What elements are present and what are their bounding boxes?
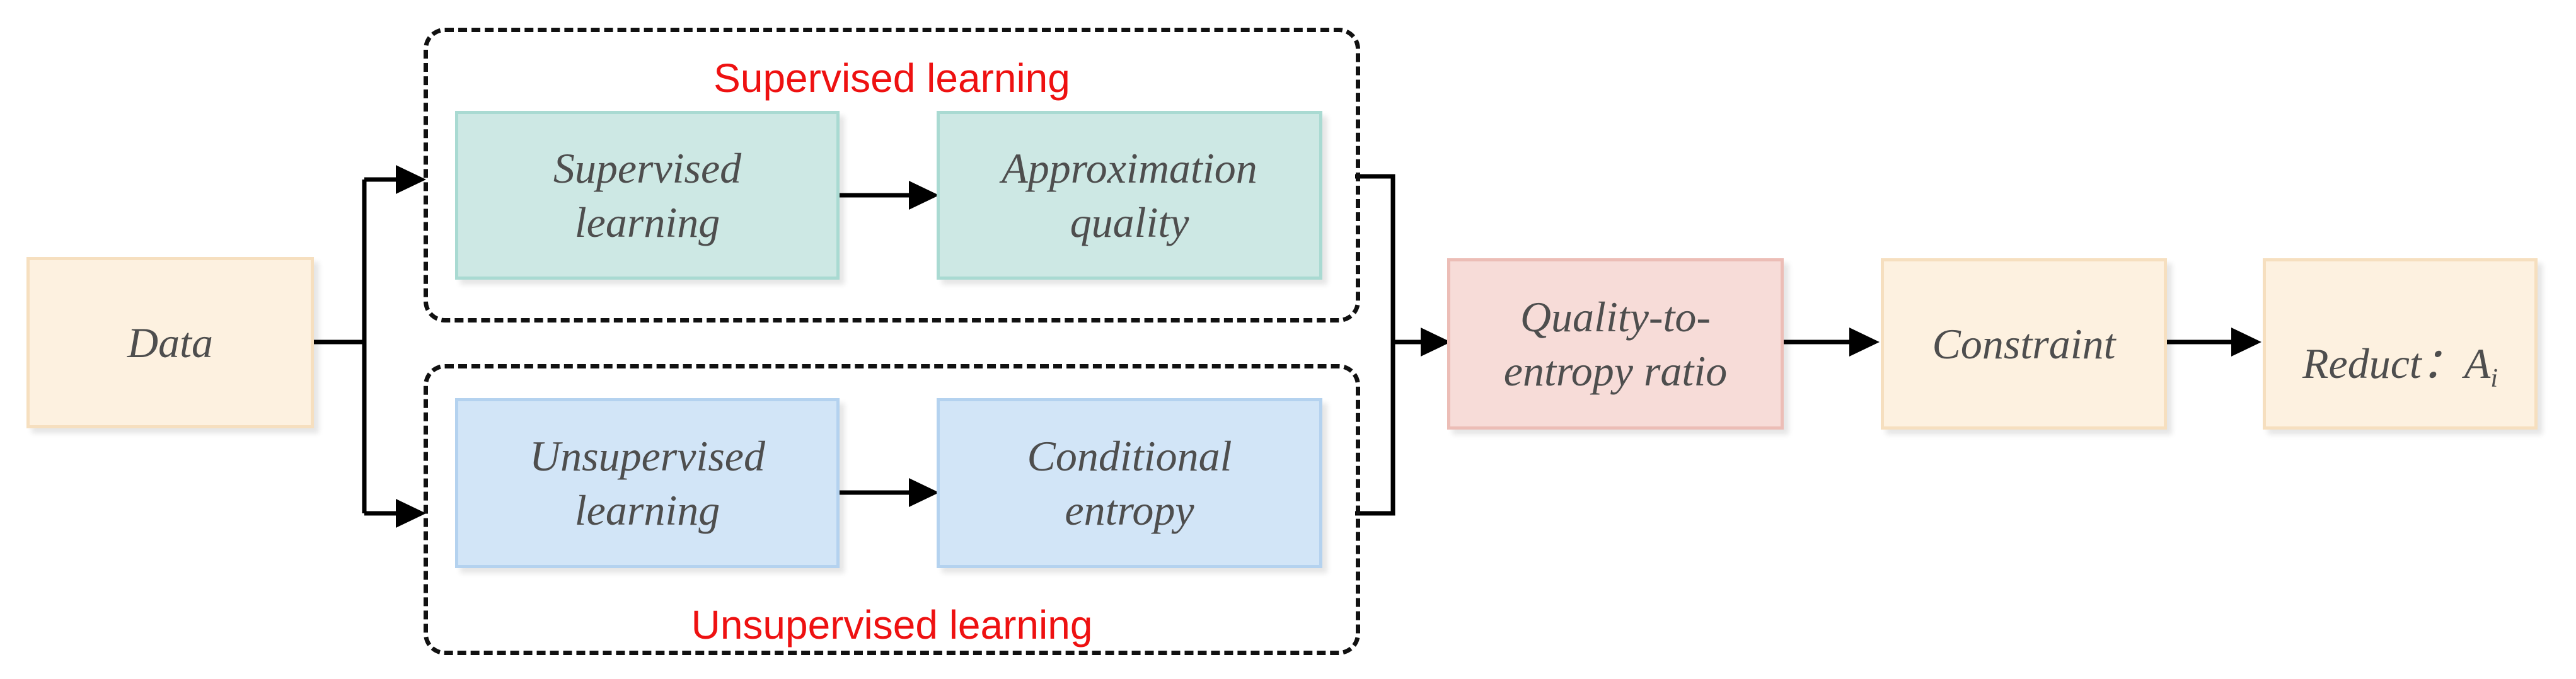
- unsupervised-learning-node: Unsupervised learning: [455, 398, 840, 568]
- quality-to-entropy-ratio-label: Quality-to- entropy ratio: [1503, 293, 1728, 395]
- constraint-label: Constraint: [1932, 320, 2116, 368]
- reduct-subscript: i: [2490, 364, 2498, 393]
- conditional-entropy-label: Conditional entropy: [1027, 432, 1232, 534]
- arrowhead-constraint-to-reduct: [2231, 328, 2261, 357]
- approximation-quality-label: Approximation quality: [1002, 144, 1257, 246]
- arrowhead-unsupervised-to-entropy: [909, 478, 939, 507]
- conditional-entropy-node: Conditional entropy: [937, 398, 1322, 568]
- supervised-learning-node: Supervised learning: [455, 111, 840, 280]
- supervised-group-title: Supervised learning: [713, 55, 1070, 101]
- supervised-learning-label: Supervised learning: [553, 144, 742, 246]
- arrowhead-merge-to-ratio: [1421, 328, 1451, 357]
- reduct-variable: A: [2464, 340, 2491, 387]
- data-node: Data: [26, 257, 314, 428]
- quality-to-entropy-ratio-node: Quality-to- entropy ratio: [1447, 258, 1784, 430]
- unsupervised-group-title: Unsupervised learning: [691, 602, 1093, 648]
- reduct-label: Reduct：Ai: [2302, 282, 2498, 406]
- constraint-node: Constraint: [1881, 258, 2167, 430]
- arrowhead-to-unsupervised-group: [396, 499, 426, 528]
- supervised-group-frame: [424, 28, 1360, 322]
- unsupervised-group-frame: [424, 364, 1360, 655]
- data-node-label: Data: [127, 319, 213, 367]
- unsupervised-learning-label: Unsupervised learning: [529, 432, 765, 534]
- arrowhead-to-supervised-group: [396, 165, 426, 194]
- arrowhead-ratio-to-constraint: [1849, 328, 1880, 357]
- arrowhead-supervised-to-quality: [909, 181, 939, 210]
- approximation-quality-node: Approximation quality: [937, 111, 1322, 280]
- reduct-prefix: Reduct：: [2302, 340, 2464, 387]
- connector-merge-bracket: [1355, 174, 1395, 516]
- reduct-node: Reduct：Ai: [2263, 258, 2538, 430]
